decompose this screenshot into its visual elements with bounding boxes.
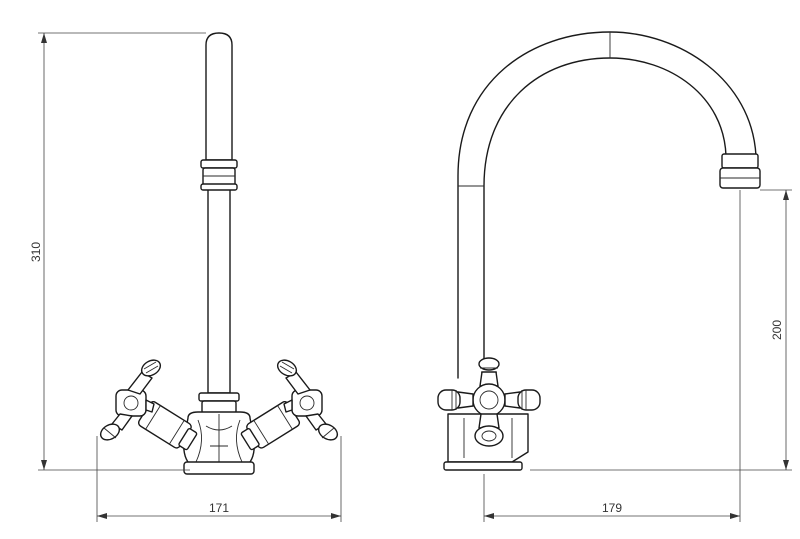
- front-width-dimension: 171: [96, 436, 342, 522]
- side-handle: [437, 357, 541, 447]
- front-right-handle: [276, 359, 339, 441]
- front-width-label: 171: [209, 501, 229, 515]
- front-body: [183, 411, 255, 475]
- side-spout-height-dimension: 200: [530, 189, 792, 471]
- side-spout-height-label: 200: [770, 320, 784, 340]
- front-right-valve: [240, 359, 339, 451]
- front-height-dimension: 310: [29, 32, 206, 471]
- side-spout: [457, 31, 761, 379]
- front-left-valve: [99, 359, 198, 451]
- front-height-label: 310: [29, 242, 43, 262]
- front-left-handle: [99, 359, 162, 441]
- front-spout: [198, 32, 240, 414]
- side-width-label: 179: [602, 501, 622, 515]
- side-view: 179 200: [437, 31, 792, 522]
- side-width-dimension: 179: [483, 190, 741, 522]
- front-view: 310 171: [29, 32, 342, 522]
